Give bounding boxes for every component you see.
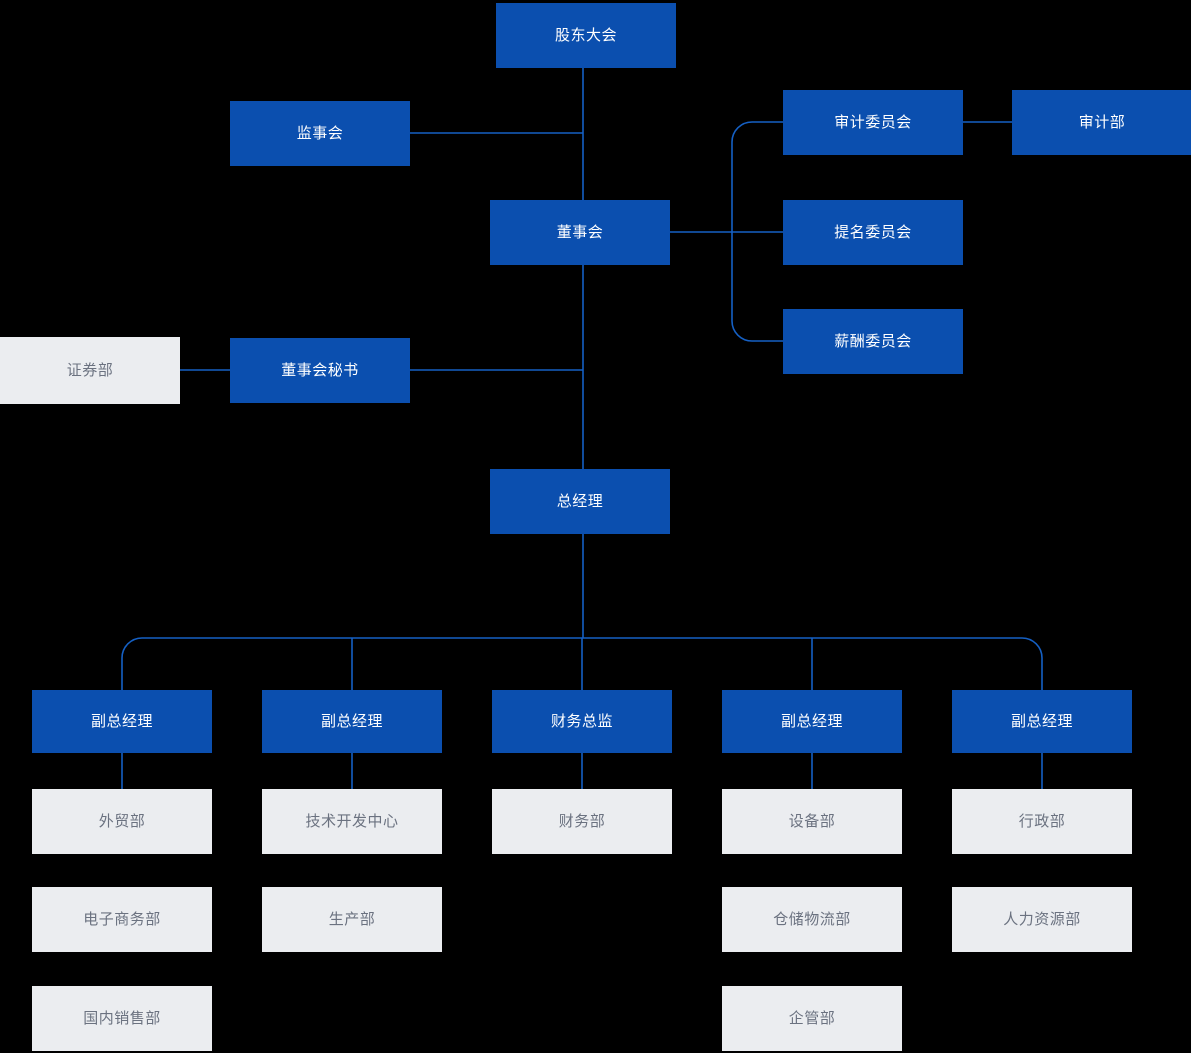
node-label: 提名委员会 bbox=[834, 223, 912, 241]
node-equipment-department[interactable]: 设备部 bbox=[722, 789, 902, 854]
node-label: 审计委员会 bbox=[834, 113, 912, 131]
node-finance-department[interactable]: 财务部 bbox=[492, 789, 672, 854]
node-board-of-directors[interactable]: 董事会 bbox=[490, 200, 670, 265]
node-compensation-committee[interactable]: 薪酬委员会 bbox=[783, 309, 963, 374]
node-label: 技术开发中心 bbox=[305, 812, 399, 830]
node-audit-department[interactable]: 审计部 bbox=[1012, 90, 1191, 155]
node-human-resources-department[interactable]: 人力资源部 bbox=[952, 887, 1132, 952]
node-label: 副总经理 bbox=[90, 712, 153, 730]
node-label: 财务部 bbox=[558, 812, 606, 830]
node-general-manager[interactable]: 总经理 bbox=[490, 469, 670, 534]
node-supervisory-board[interactable]: 监事会 bbox=[230, 101, 410, 166]
node-board-secretary[interactable]: 董事会秘书 bbox=[230, 338, 410, 403]
node-warehouse-logistics-department[interactable]: 仓储物流部 bbox=[722, 887, 902, 952]
node-administration-department[interactable]: 行政部 bbox=[952, 789, 1132, 854]
node-audit-committee[interactable]: 审计委员会 bbox=[783, 90, 963, 155]
node-label: 审计部 bbox=[1078, 113, 1126, 131]
node-label: 董事会秘书 bbox=[281, 361, 359, 379]
node-label: 副总经理 bbox=[1010, 712, 1073, 730]
node-label: 电子商务部 bbox=[83, 910, 161, 928]
node-securities-department[interactable]: 证券部 bbox=[0, 337, 180, 404]
node-deputy-gm-3[interactable]: 副总经理 bbox=[722, 690, 902, 753]
node-label: 证券部 bbox=[66, 361, 114, 379]
node-label: 董事会 bbox=[556, 223, 604, 241]
node-label: 人力资源部 bbox=[1003, 910, 1081, 928]
node-label: 监事会 bbox=[296, 124, 344, 142]
node-ecommerce-department[interactable]: 电子商务部 bbox=[32, 887, 212, 952]
node-foreign-trade-department[interactable]: 外贸部 bbox=[32, 789, 212, 854]
node-cfo[interactable]: 财务总监 bbox=[492, 690, 672, 753]
node-tech-development-center[interactable]: 技术开发中心 bbox=[262, 789, 442, 854]
node-label: 国内销售部 bbox=[83, 1009, 161, 1027]
node-label: 副总经理 bbox=[320, 712, 383, 730]
node-deputy-gm-1[interactable]: 副总经理 bbox=[32, 690, 212, 753]
node-label: 仓储物流部 bbox=[773, 910, 851, 928]
node-label: 外贸部 bbox=[98, 812, 146, 830]
node-label: 副总经理 bbox=[780, 712, 843, 730]
node-deputy-gm-2[interactable]: 副总经理 bbox=[262, 690, 442, 753]
node-label: 总经理 bbox=[556, 492, 604, 510]
node-label: 财务总监 bbox=[550, 712, 613, 730]
node-label: 企管部 bbox=[788, 1009, 836, 1027]
node-nomination-committee[interactable]: 提名委员会 bbox=[783, 200, 963, 265]
node-shareholders-meeting[interactable]: 股东大会 bbox=[496, 3, 676, 68]
committee-bus bbox=[731, 121, 783, 342]
node-enterprise-management-department[interactable]: 企管部 bbox=[722, 986, 902, 1051]
node-label: 设备部 bbox=[788, 812, 836, 830]
node-domestic-sales-department[interactable]: 国内销售部 bbox=[32, 986, 212, 1051]
node-production-department[interactable]: 生产部 bbox=[262, 887, 442, 952]
node-deputy-gm-4[interactable]: 副总经理 bbox=[952, 690, 1132, 753]
node-label: 股东大会 bbox=[554, 26, 617, 44]
node-label: 行政部 bbox=[1018, 812, 1066, 830]
gm-bus bbox=[121, 637, 1043, 691]
node-label: 薪酬委员会 bbox=[834, 332, 912, 350]
node-label: 生产部 bbox=[328, 910, 376, 928]
